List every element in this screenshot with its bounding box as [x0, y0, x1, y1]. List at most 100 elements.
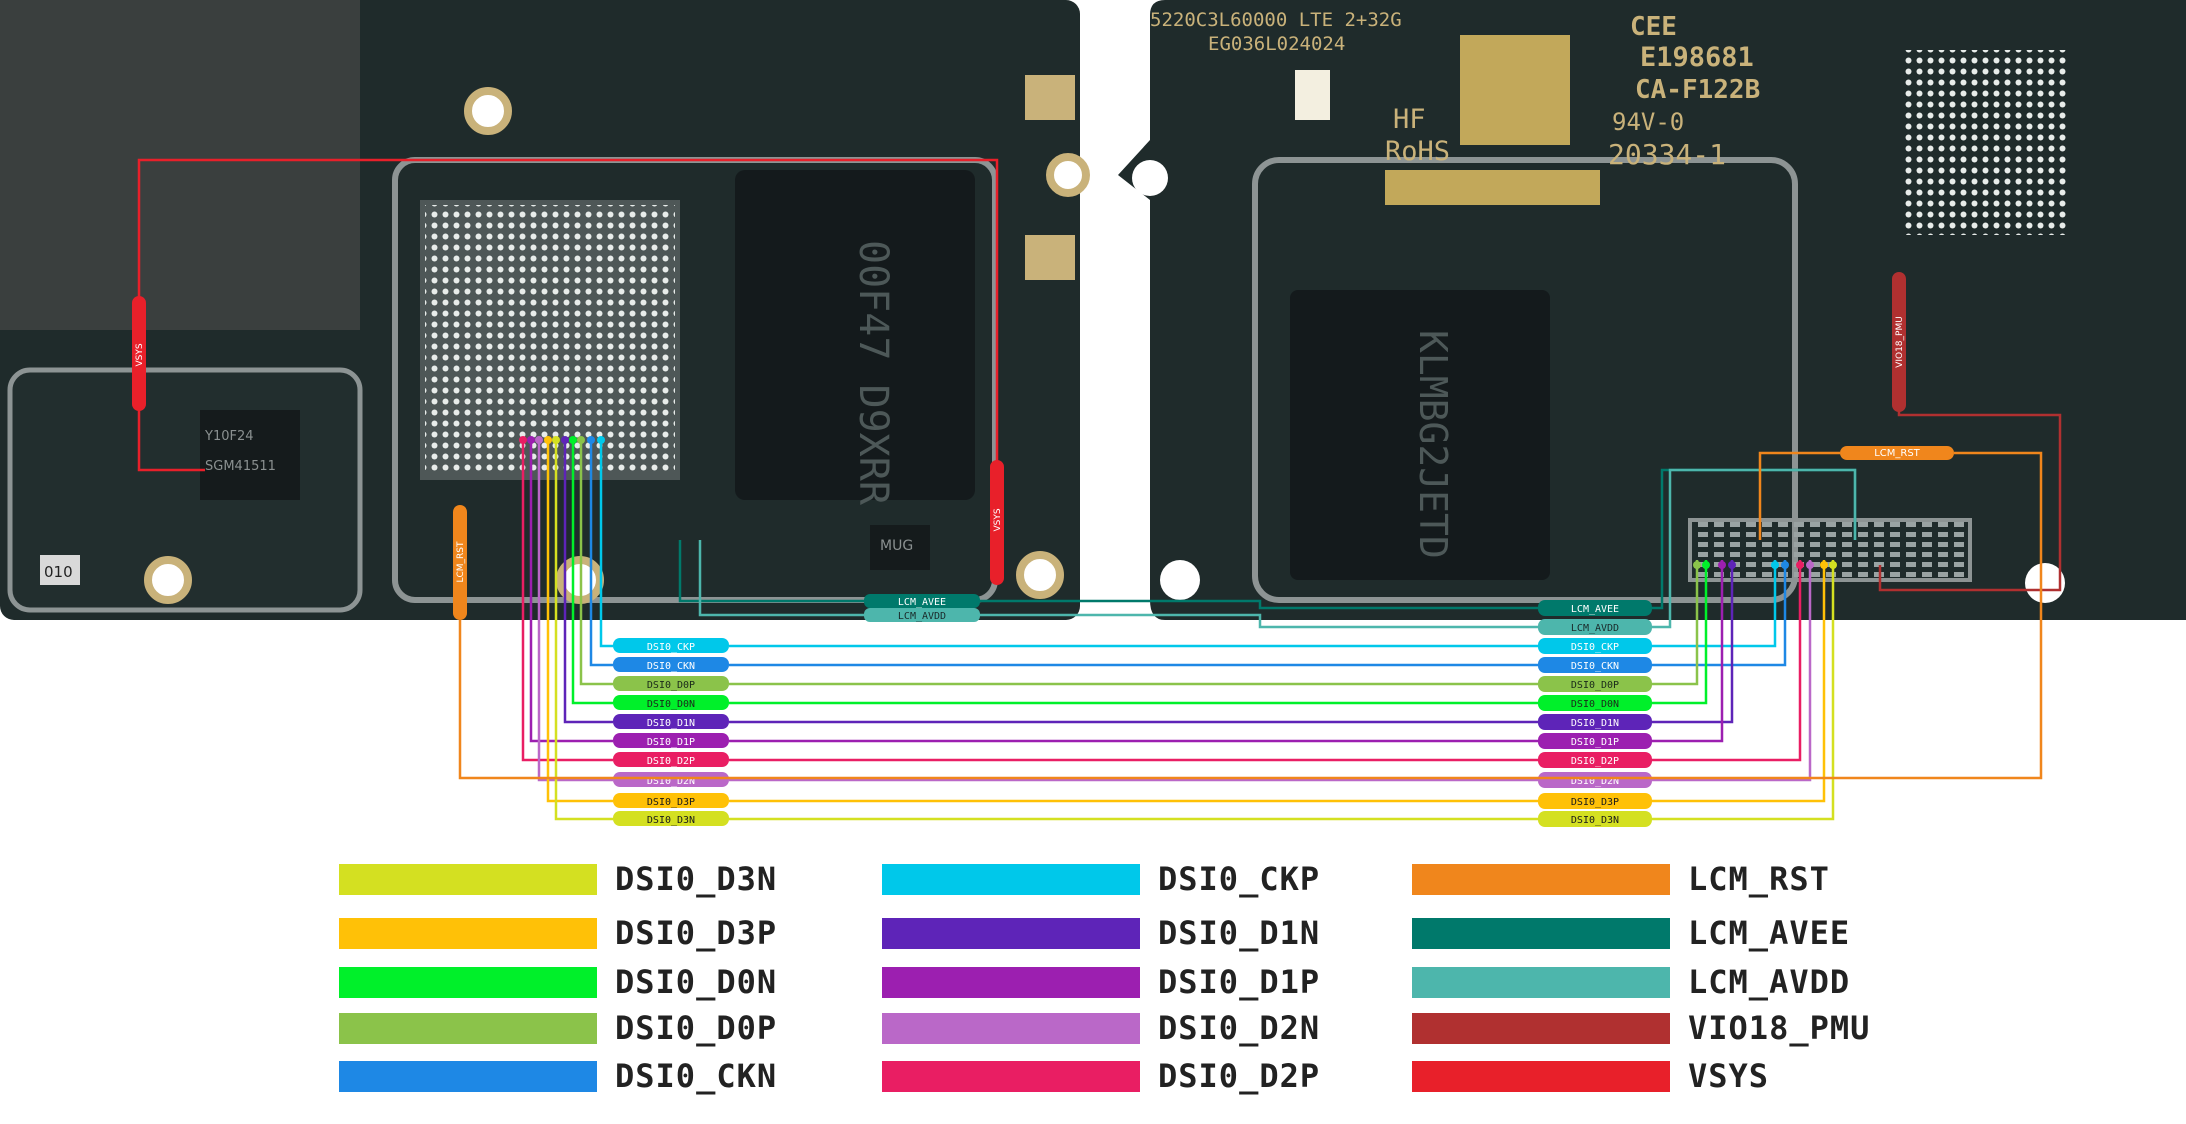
dsi0-d2n-trace-right	[1652, 560, 1812, 782]
dsi0-d0n-trace-left	[571, 440, 613, 705]
legend-item-lcm-rst: LCM_RST	[1412, 860, 1830, 898]
legend-swatch	[1412, 917, 1670, 949]
trace-layer	[519, 436, 1857, 821]
pin-dot	[569, 436, 577, 444]
dsi0-ckp-label-right	[1538, 638, 1652, 654]
legend-item-lcm-avee: LCM_AVEE	[1412, 914, 1850, 952]
pin-dot	[544, 436, 552, 444]
pin-dot	[1820, 561, 1828, 569]
legend-item-dsi0-d3p: DSI0_D3P	[339, 914, 777, 952]
lcm-avdd-trace-right	[1652, 468, 1857, 629]
vio18-label: VIO18_PMU	[1895, 316, 1905, 368]
lcm-avee-trace-left	[678, 540, 864, 603]
emmc-marking: KLMBG2JETD	[1411, 330, 1455, 559]
dsi0-ckn-text: DSI0_CKN	[647, 661, 695, 672]
legend-swatch	[882, 863, 1140, 895]
lcm-rst-trace	[1758, 451, 1840, 540]
pin-dot	[1771, 561, 1779, 569]
pin-dot	[1829, 561, 1837, 569]
pin-dot	[1806, 561, 1814, 569]
dsi0-d3n-text: DSI0_D3N	[647, 815, 695, 826]
dsi0-ckn-label-right	[1538, 657, 1652, 673]
legend-label: VIO18_PMU	[1688, 1009, 1871, 1047]
pin-dot	[561, 436, 569, 444]
dsi0-ckp-text: DSI0_CKP	[1571, 642, 1619, 653]
dsi0-d0n-label-left	[613, 695, 729, 710]
pin-dot	[1718, 561, 1726, 569]
legend-swatch	[339, 1012, 597, 1044]
dsi0-d2n-label-left	[613, 772, 729, 787]
lcm-rst-label: LCM_RST	[456, 541, 466, 583]
legend-item-dsi0-ckn: DSI0_CKN	[339, 1057, 777, 1095]
lcm-avdd-label-left	[864, 608, 980, 622]
dsi0-d1p-text: DSI0_D1P	[1571, 737, 1619, 748]
dsi0-d2p-trace-left	[521, 440, 613, 762]
legend-swatch	[339, 917, 597, 949]
dsi0-d2p-label-left	[613, 752, 729, 767]
chip-marking: SGM41511	[205, 459, 276, 474]
legend-label: DSI0_D2P	[1158, 1057, 1321, 1095]
dsi0-d0p-label-right	[1538, 676, 1652, 692]
legend-label: DSI0_D3P	[615, 914, 778, 952]
silk-date: 20334-1	[1608, 138, 1726, 171]
ram-chip-marking: 00F47 D9XRR	[850, 240, 896, 506]
dsi0-d3n-trace-right	[1652, 560, 1835, 821]
pin-dot	[597, 436, 605, 444]
legend-item-lcm-avdd: LCM_AVDD	[1412, 963, 1850, 1001]
legend-swatch	[882, 1060, 1140, 1092]
chip-marking: MUG	[880, 538, 913, 554]
legend-swatch	[1412, 1012, 1670, 1044]
silk-ca: CA-F122B	[1635, 75, 1760, 105]
dsi0-d3p-label-right	[1538, 793, 1652, 809]
legend-item-dsi0-d0p: DSI0_D0P	[339, 1009, 777, 1047]
legend-label: DSI0_D1P	[1158, 963, 1321, 1001]
dsi0-ckn-text: DSI0_CKN	[1571, 661, 1619, 672]
dsi0-d0p-label-left	[613, 676, 729, 691]
dsi0-d1p-trace-right	[1652, 560, 1724, 743]
vsys-trace	[137, 410, 205, 472]
legend-label: LCM_AVDD	[1688, 963, 1851, 1001]
lcm-avdd-text: LCM_AVDD	[1571, 623, 1619, 634]
dsi0-d3p-label-left	[613, 793, 729, 808]
dsi0-d0p-text: DSI0_D0P	[647, 680, 695, 691]
pin-dot	[527, 436, 535, 444]
lcm-avee-text: LCM_AVEE	[1571, 604, 1619, 615]
silk-hf: HF	[1393, 104, 1426, 135]
lcd-connector	[1688, 518, 1972, 582]
vsys-label: VSYS	[135, 343, 145, 366]
silk-rating: 94V-0	[1612, 108, 1684, 136]
legend-swatch	[1412, 863, 1670, 895]
net-label-layer: LCM_AVEELCM_AVEELCM_AVDDLCM_AVDDDSI0_CKP…	[613, 594, 1652, 827]
pin-dot	[552, 436, 560, 444]
legend-label: VSYS	[1688, 1057, 1770, 1095]
legend-swatch	[1412, 966, 1670, 998]
vio18-trace	[1878, 411, 2062, 592]
legend-label: DSI0_D0P	[615, 1009, 778, 1047]
dsi0-ckp-trace-left	[599, 440, 613, 648]
pin-dot	[519, 436, 527, 444]
dsi0-d0p-trace-left	[579, 440, 613, 686]
right-board: KLMBG2JETD 5220C3L60000 LTE 2+32G EG036L…	[1118, 0, 2186, 620]
dsi0-d2n-text: DSI0_D2N	[647, 776, 695, 787]
dsi0-d2p-text: DSI0_D2P	[1571, 756, 1619, 767]
dsi0-d2n-text: DSI0_D2N	[1571, 776, 1619, 787]
lcm-avdd-trace-left	[698, 540, 864, 617]
dsi0-d1p-text: DSI0_D1P	[647, 737, 695, 748]
dsi0-d3p-trace-right	[1652, 560, 1826, 803]
dsi0-ckn-label-left	[613, 657, 729, 672]
silk-code: EG036L024024	[1208, 33, 1345, 55]
legend-swatch	[882, 1012, 1140, 1044]
pin-dot	[577, 436, 585, 444]
dsi0-d1n-text: DSI0_D1N	[647, 718, 695, 729]
dsi0-d1n-text: DSI0_D1N	[1571, 718, 1619, 729]
left-board: 00F47 D9XRR Y10F24 SGM41511 MUG 010	[0, 0, 1090, 620]
power-markers: VSYS VSYS VIO18_PMU LCM_RST LCM_RST	[132, 158, 2062, 780]
dsi0-d3n-text: DSI0_D3N	[1571, 815, 1619, 826]
legend-label: DSI0_D1N	[1158, 914, 1321, 952]
lcm-rst-trace	[458, 451, 2043, 780]
legend-label: LCM_RST	[1688, 860, 1830, 898]
dsi0-d2p-trace-right	[1652, 560, 1802, 762]
vsys-label: VSYS	[993, 508, 1003, 531]
legend-swatch	[1412, 1060, 1670, 1092]
legend-label: DSI0_D2N	[1158, 1009, 1321, 1047]
